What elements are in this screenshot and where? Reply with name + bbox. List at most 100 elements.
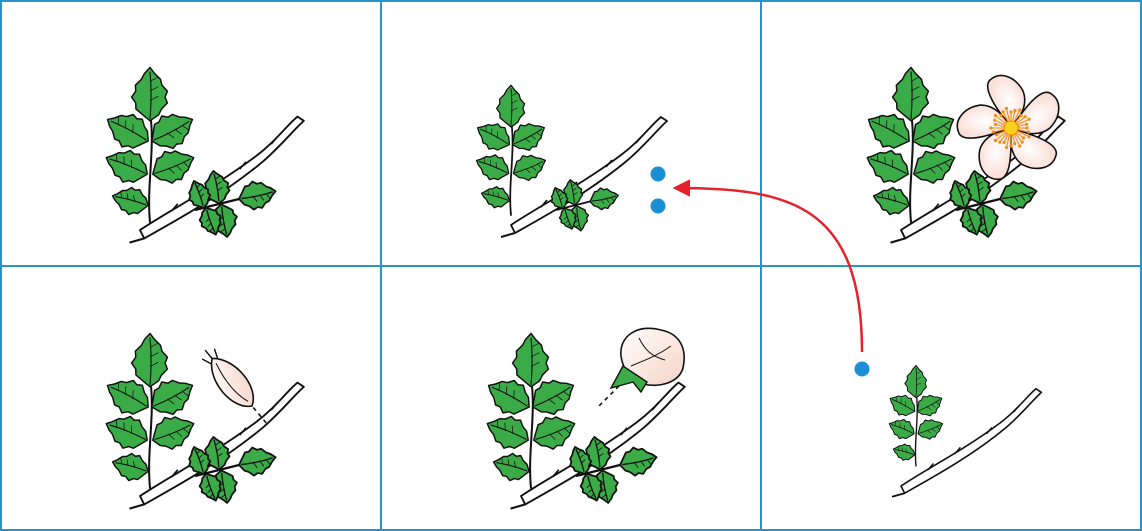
anther — [1003, 141, 1006, 144]
leaf-blade — [997, 177, 1039, 212]
leaf — [132, 333, 168, 386]
flower-center — [1004, 121, 1018, 135]
anther — [1025, 126, 1028, 129]
compound-leaf — [885, 365, 946, 466]
leaf-blade — [893, 67, 929, 120]
leaf-rachis — [149, 112, 152, 222]
leaf-blade — [914, 414, 946, 442]
anther — [1005, 107, 1008, 110]
leaf-rachis — [910, 112, 913, 222]
leaf-blade — [908, 142, 961, 188]
stem-base — [130, 504, 145, 508]
panel-bottom-right — [855, 362, 1042, 497]
anther — [1018, 144, 1021, 147]
anther — [1018, 108, 1021, 111]
bud-stalk — [597, 386, 619, 408]
leaf-blade — [236, 443, 278, 478]
leaf-blade — [109, 449, 151, 484]
leaf — [132, 67, 168, 120]
leaf-blade — [870, 183, 912, 218]
leaf-blade — [490, 449, 532, 484]
leaf-rachis — [510, 119, 512, 215]
leaf-blade — [147, 142, 200, 188]
leaf — [109, 183, 151, 218]
dot-marker — [651, 167, 666, 182]
leaf — [893, 67, 929, 120]
leaf-blade — [513, 333, 549, 386]
leaf — [497, 85, 525, 127]
leaf-rachis — [530, 378, 533, 488]
leaf — [617, 443, 659, 478]
anther — [1009, 110, 1012, 113]
leaf-blade — [481, 409, 534, 455]
leaf — [481, 409, 534, 455]
stem-base — [130, 238, 145, 242]
anther — [1013, 142, 1016, 145]
anther — [1019, 114, 1022, 117]
leaf-blade — [886, 415, 918, 443]
panel-top-middle — [471, 85, 667, 237]
leaf-blade — [132, 67, 168, 120]
leaf — [997, 177, 1039, 212]
leaf-blade — [891, 441, 917, 462]
curved-arrow-icon — [676, 188, 862, 352]
anther — [999, 114, 1002, 117]
leaf-blade — [617, 443, 659, 478]
leaf — [472, 149, 513, 185]
leaf — [886, 415, 918, 443]
leaf-blade — [588, 185, 621, 212]
anther — [992, 130, 995, 133]
compound-leaf — [480, 333, 581, 488]
leaf-blade — [109, 183, 151, 218]
leaf — [870, 183, 912, 218]
panel-bottom-left — [99, 333, 303, 508]
leaf — [513, 333, 549, 386]
anther — [1005, 146, 1008, 149]
anther — [1013, 109, 1016, 112]
leaf-rachis — [149, 378, 152, 488]
anther — [994, 123, 997, 126]
anther — [1024, 115, 1027, 118]
leaf — [914, 414, 946, 442]
anther — [995, 133, 998, 136]
leaf — [100, 409, 153, 455]
panel-top-right — [860, 67, 1073, 242]
leaf — [236, 443, 278, 478]
leaf-blade — [472, 149, 513, 185]
leaf — [509, 148, 550, 184]
panel-top-left — [99, 67, 303, 242]
panels — [99, 67, 1073, 508]
leaf — [109, 449, 151, 484]
leaf — [147, 142, 200, 188]
leaf — [528, 408, 581, 454]
leaf-blade — [100, 409, 153, 455]
leaf — [908, 142, 961, 188]
compound-leaf — [99, 67, 200, 222]
anther — [1009, 144, 1012, 147]
panel-bottom-middle — [480, 328, 684, 508]
leaf-blade — [497, 85, 525, 127]
anther — [1025, 123, 1028, 126]
leaf — [490, 449, 532, 484]
leaf-blade — [905, 365, 927, 397]
compound-leaf — [99, 333, 200, 488]
leaf-blade — [236, 177, 278, 212]
leaf — [891, 441, 917, 462]
compound-leaf — [471, 85, 550, 215]
stem-base — [501, 233, 515, 237]
leaf — [905, 365, 927, 397]
leaf — [236, 177, 278, 212]
stem-base — [891, 238, 906, 242]
leaf-blade — [528, 408, 581, 454]
leaf-rachis — [915, 392, 917, 466]
leaf-blade — [479, 183, 512, 211]
leaf — [100, 143, 153, 189]
leaf-blade — [132, 333, 168, 386]
stem-base — [511, 504, 526, 508]
compound-leaf — [860, 67, 961, 222]
leaf-blade — [100, 143, 153, 189]
anther — [1002, 110, 1005, 113]
leaf — [861, 143, 914, 189]
anther — [1022, 136, 1025, 139]
